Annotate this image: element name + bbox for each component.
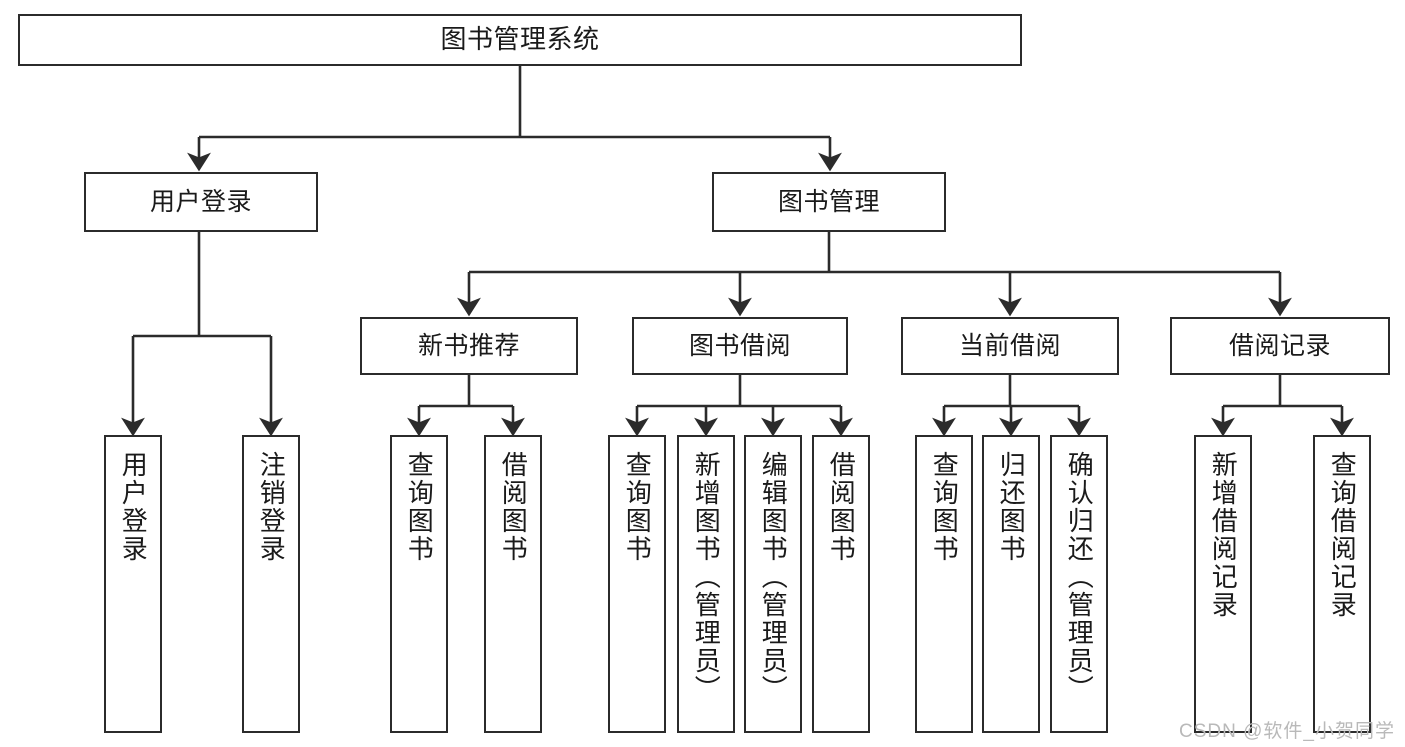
node-new-book-recommend[interactable]: 新书推荐	[360, 317, 578, 375]
node-book-management[interactable]: 图书管理	[712, 172, 946, 232]
leaf-user-login-signout[interactable]: 注销登录	[242, 435, 300, 733]
leaf-recommend-borrow-book-label: 借阅图书	[498, 451, 529, 563]
leaf-borrow-add-book-admin[interactable]: 新增图书（管理员）	[677, 435, 735, 733]
node-book-borrow-label: 图书借阅	[688, 332, 791, 360]
leaf-borrow-edit-book-admin-label: 编辑图书（管理员）	[758, 451, 789, 703]
leaf-borrow-query-book-label: 查询图书	[622, 451, 653, 563]
leaf-user-login-signin[interactable]: 用户登录	[104, 435, 162, 733]
leaf-record-query-record-label: 查询借阅记录	[1327, 451, 1358, 619]
node-user-login[interactable]: 用户登录	[84, 172, 318, 232]
node-root-system[interactable]: 图书管理系统	[18, 14, 1022, 66]
leaf-current-query-book-label: 查询图书	[929, 451, 960, 563]
leaf-borrow-add-book-admin-label: 新增图书（管理员）	[691, 451, 722, 703]
leaf-user-login-signout-label: 注销登录	[256, 451, 287, 563]
watermark: CSDN @软件_小贺同学	[1179, 721, 1395, 742]
leaf-current-return-book-label: 归还图书	[996, 451, 1027, 563]
node-user-login-label: 用户登录	[149, 188, 252, 216]
node-root-system-label: 图书管理系统	[440, 24, 600, 55]
leaf-user-login-signin-label: 用户登录	[118, 451, 149, 563]
node-book-management-label: 图书管理	[777, 188, 880, 216]
leaf-current-confirm-return-admin[interactable]: 确认归还（管理员）	[1050, 435, 1108, 733]
leaf-record-add-record-label: 新增借阅记录	[1208, 451, 1239, 619]
leaf-current-return-book[interactable]: 归还图书	[982, 435, 1040, 733]
leaf-current-query-book[interactable]: 查询图书	[915, 435, 973, 733]
leaf-record-query-record[interactable]: 查询借阅记录	[1313, 435, 1371, 733]
node-book-borrow[interactable]: 图书借阅	[632, 317, 848, 375]
node-borrow-record[interactable]: 借阅记录	[1170, 317, 1390, 375]
leaf-current-confirm-return-admin-label: 确认归还（管理员）	[1064, 451, 1095, 703]
node-new-book-recommend-label: 新书推荐	[417, 332, 520, 360]
leaf-borrow-borrow-book-label: 借阅图书	[826, 451, 857, 563]
node-current-borrow[interactable]: 当前借阅	[901, 317, 1119, 375]
leaf-record-add-record[interactable]: 新增借阅记录	[1194, 435, 1252, 733]
leaf-recommend-query-book[interactable]: 查询图书	[390, 435, 448, 733]
leaf-recommend-query-book-label: 查询图书	[404, 451, 435, 563]
leaf-borrow-edit-book-admin[interactable]: 编辑图书（管理员）	[744, 435, 802, 733]
leaf-borrow-query-book[interactable]: 查询图书	[608, 435, 666, 733]
node-borrow-record-label: 借阅记录	[1228, 332, 1331, 360]
leaf-recommend-borrow-book[interactable]: 借阅图书	[484, 435, 542, 733]
leaf-borrow-borrow-book[interactable]: 借阅图书	[812, 435, 870, 733]
node-current-borrow-label: 当前借阅	[958, 332, 1061, 360]
